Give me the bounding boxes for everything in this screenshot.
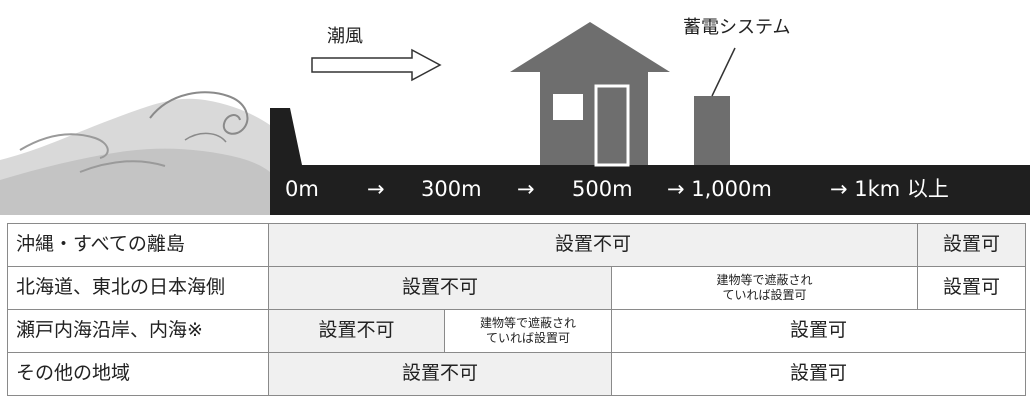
- storage-system-icon: [694, 47, 736, 165]
- status-cell: 設置不可: [268, 309, 445, 353]
- wind-arrow-icon: [311, 48, 442, 82]
- table-row: 北海道、東北の日本海側設置不可建物等で遮蔽され ていれば設置可設置可: [7, 266, 1027, 310]
- scale-500m: 500m: [572, 177, 633, 201]
- region-label: 北海道、東北の日本海側: [7, 266, 269, 310]
- status-cell: 設置可: [917, 223, 1027, 267]
- wave-illustration: [0, 91, 270, 215]
- status-cell: 設置不可: [268, 266, 612, 310]
- table-row: その他の地域設置不可設置可: [7, 352, 1027, 396]
- scale-1000m: → 1,000m: [667, 177, 772, 201]
- status-cell: 設置可: [917, 266, 1027, 310]
- seaside-illustration: [0, 22, 1030, 215]
- status-cell: 建物等で遮蔽され ていれば設置可: [610, 266, 919, 310]
- status-cell: 設置可: [610, 352, 1027, 396]
- status-cell: 設置可: [610, 309, 1027, 353]
- scale-0m: 0m: [285, 177, 319, 201]
- seawall-and-ground: [270, 108, 1030, 215]
- status-cell: 建物等で遮蔽され ていれば設置可: [444, 309, 612, 353]
- wind-label: 潮風: [327, 26, 363, 47]
- table-row: 瀬戸内海沿岸、内海※設置不可建物等で遮蔽され ていれば設置可設置可: [7, 309, 1027, 353]
- status-cell: 設置不可: [267, 223, 919, 267]
- region-label: 瀬戸内海沿岸、内海※: [7, 309, 269, 353]
- scale-300m: 300m: [421, 177, 482, 201]
- scale-1km-plus: → 1km 以上: [830, 177, 949, 201]
- house-icon: [510, 22, 670, 167]
- status-cell: 設置不可: [268, 352, 612, 396]
- installation-table: 沖縄・すべての離島設置不可設置可北海道、東北の日本海側設置不可建物等で遮蔽され …: [7, 223, 1027, 396]
- storage-system-label: 蓄電システム: [683, 17, 791, 38]
- region-label: 沖縄・すべての離島: [7, 223, 269, 267]
- scale-arrow-1: →: [367, 177, 385, 201]
- scale-arrow-2: →: [517, 177, 535, 201]
- region-label: その他の地域: [7, 352, 269, 396]
- table-row: 沖縄・すべての離島設置不可設置可: [7, 223, 1027, 267]
